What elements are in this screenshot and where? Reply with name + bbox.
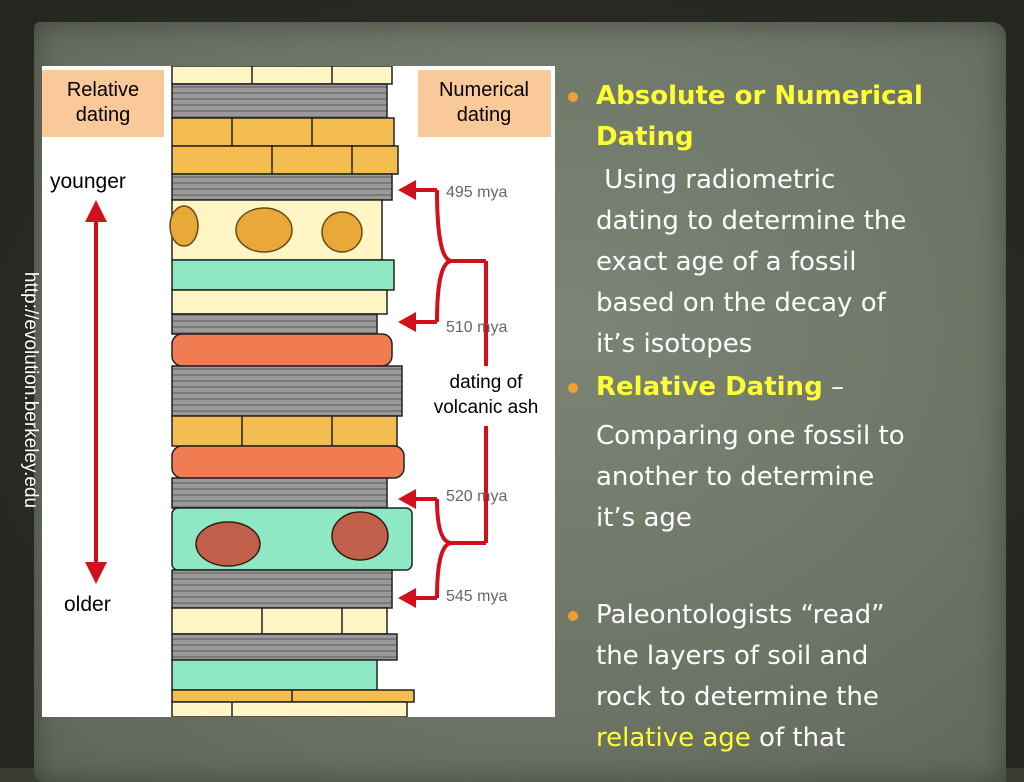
volcanic-label-1: dating of [450, 372, 524, 393]
numerical-dating-label-box [418, 70, 551, 137]
dating-arrow-heads [398, 180, 416, 608]
numerical-dating-label-1: Numerical [439, 79, 529, 101]
rock-column [171, 66, 415, 717]
younger-label: younger [50, 170, 126, 193]
paleontologists-text-1: Paleontologists “read” [596, 600, 885, 630]
trilobite-fossils [195, 511, 389, 567]
source-url: http://evolution.berkeley.edu [20, 271, 41, 509]
stratigraphy-figure: Relative dating Numerical dating younger… [42, 66, 555, 717]
relative-dating-description: Comparing one fossil to another to deter… [566, 416, 986, 539]
brick-joints [231, 66, 353, 717]
absolute-dating-description: Using radiometric dating to determine th… [566, 160, 986, 365]
bullet-absolute-dating: Absolute or Numerical Dating [566, 76, 986, 158]
bullet-dot [568, 611, 578, 621]
absolute-dating-text-5: it’s isotopes [596, 329, 753, 359]
volcanic-label-2: volcanic ash [434, 397, 539, 418]
age-520: 520 mya [446, 488, 507, 505]
relative-age-highlight: relative age [596, 723, 751, 753]
bullet-dot [568, 383, 578, 393]
shell-fossils [169, 205, 363, 253]
paleontologists-text-2: the layers of soil and [596, 641, 869, 671]
relative-dating-text-1: Comparing one fossil to [596, 421, 905, 451]
age-510: 510 mya [446, 319, 507, 336]
older-label: older [64, 593, 111, 616]
age-495: 495 mya [446, 184, 507, 201]
age-545: 545 mya [446, 588, 507, 605]
relative-dating-text-3: it’s age [596, 503, 692, 533]
heading-relative-dating: Relative Dating [596, 372, 823, 402]
absolute-dating-text-1: Using radiometric [596, 165, 836, 195]
bullet-paleontologists: Paleontologists “read” the layers of soi… [566, 595, 986, 759]
bullet-relative-dating: Relative Dating – [566, 367, 986, 408]
absolute-dating-text-3: exact age of a fossil [596, 247, 857, 277]
up-arrow-head [85, 200, 107, 222]
stratigraphy-diagram: Relative dating Numerical dating younger… [42, 66, 551, 717]
absolute-dating-text-4: based on the decay of [596, 288, 886, 318]
relative-dating-text-2: another to determine [596, 462, 875, 492]
slide-text: Absolute or Numerical Dating Using radio… [566, 76, 986, 759]
down-arrow-head [85, 562, 107, 584]
heading-absolute-dating-line1: Absolute or Numerical [596, 81, 923, 111]
paleontologists-text-4: of that [750, 723, 846, 753]
relative-dating-label-2: dating [76, 104, 131, 126]
paleontologists-text-3: rock to determine the [596, 682, 879, 712]
absolute-dating-text-2: dating to determine the [596, 206, 907, 236]
bullet-dot [568, 92, 578, 102]
relative-dating-label-1: Relative [67, 79, 139, 101]
relative-dating-label-box [42, 70, 164, 137]
heading-absolute-dating-line2: Dating [596, 122, 694, 152]
numerical-dating-label-2: dating [457, 104, 512, 126]
heading-relative-dating-dash: – [822, 372, 844, 402]
dating-bracket [412, 188, 488, 600]
